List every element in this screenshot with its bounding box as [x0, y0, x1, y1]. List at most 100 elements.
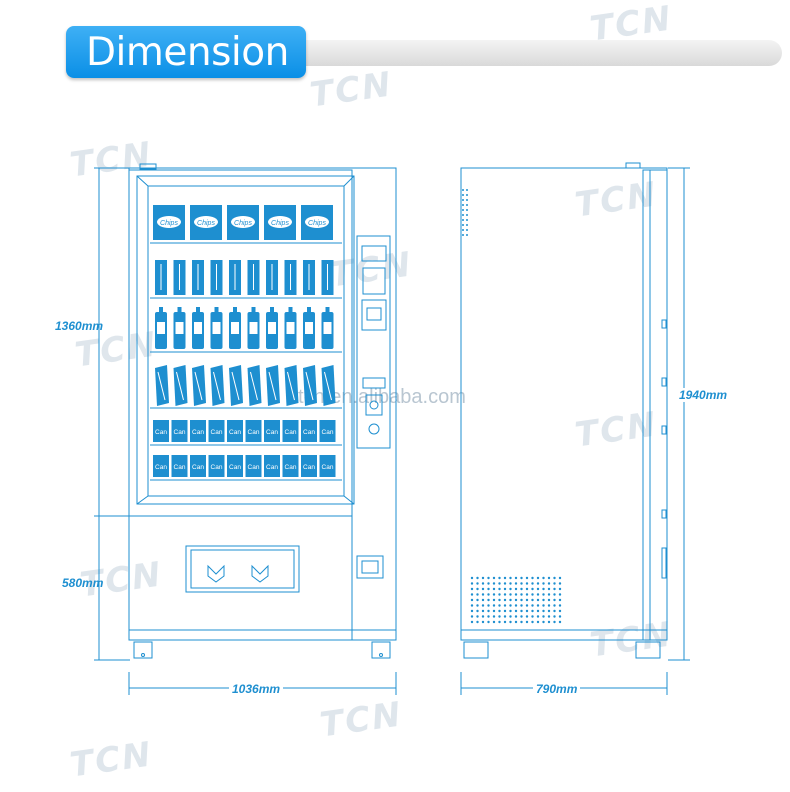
vent-hole — [531, 615, 534, 618]
vent-hole — [481, 593, 485, 596]
vent-hole — [476, 587, 479, 591]
lock-icon — [368, 423, 380, 435]
vent-hole — [536, 620, 540, 624]
can: Can — [153, 420, 169, 442]
snack-pack — [247, 365, 262, 406]
vent-hole — [476, 582, 479, 585]
vent-hole — [487, 593, 490, 596]
bottle — [321, 307, 334, 349]
vent-hole — [542, 598, 545, 602]
vent-hole — [487, 582, 490, 585]
vent-hole — [466, 189, 468, 191]
vent-hole — [547, 609, 551, 613]
vent-hole — [542, 593, 545, 596]
side-handle-notch — [661, 509, 667, 519]
vent-hole — [498, 620, 501, 624]
vent-hole — [525, 615, 529, 618]
vent-hole — [462, 229, 464, 231]
top-vent-grille — [462, 189, 468, 236]
can-label: Can — [155, 464, 167, 471]
front-door — [128, 169, 353, 641]
vent-hole — [487, 587, 490, 591]
front-window-glass — [147, 185, 345, 497]
vent-hole — [536, 582, 540, 585]
vent-hole — [462, 199, 464, 201]
vent-hole — [466, 234, 468, 236]
can: Can — [264, 455, 280, 477]
bill-slot — [366, 307, 382, 321]
vent-hole — [558, 620, 562, 624]
vent-hole — [498, 593, 501, 596]
vent-hole — [503, 576, 507, 580]
keypad — [362, 267, 386, 295]
vent-hole — [498, 598, 501, 602]
bill-acceptor — [361, 299, 387, 331]
vent-hole — [509, 576, 512, 580]
vent-hole — [536, 576, 540, 580]
snack-pack — [192, 365, 206, 406]
can-label: Can — [229, 429, 241, 436]
vent-hole — [476, 576, 479, 580]
vent-hole — [462, 224, 464, 226]
vent-hole — [547, 582, 551, 585]
vent-hole — [553, 620, 556, 624]
vent-hole — [462, 204, 464, 206]
vent-hole — [470, 620, 474, 624]
vent-hole — [462, 214, 464, 216]
can-label: Can — [322, 429, 334, 436]
front-foot-right — [371, 641, 391, 659]
side-door-edge — [642, 169, 668, 641]
vent-hole — [509, 582, 512, 585]
vent-hole — [520, 582, 523, 585]
vent-hole — [470, 582, 474, 585]
vent-hole — [525, 604, 529, 607]
can: Can — [171, 420, 188, 442]
vent-hole — [498, 582, 501, 585]
vent-hole — [481, 620, 485, 624]
vent-hole — [487, 609, 490, 613]
side-body — [460, 167, 668, 641]
vent-hole — [466, 199, 468, 201]
can-label: Can — [285, 429, 297, 436]
vent-hole — [514, 615, 518, 618]
side-handle-notch — [661, 319, 667, 329]
bottle — [303, 307, 315, 349]
side-handle-notch — [661, 425, 667, 435]
vent-hole — [558, 598, 562, 602]
vent-hole — [470, 576, 474, 580]
vent-hole — [542, 609, 545, 613]
can: Can — [319, 420, 336, 442]
side-base — [460, 629, 668, 641]
vent-hole — [487, 576, 490, 580]
vent-hole — [466, 219, 468, 221]
delivery-flap-inner — [190, 549, 295, 589]
vent-hole — [520, 604, 523, 607]
vent-hole — [503, 620, 507, 624]
snack-pack — [321, 365, 336, 406]
vent-hole — [481, 587, 485, 591]
snack-bar — [247, 260, 260, 295]
vent-hole — [492, 593, 496, 596]
push-arrow-icon — [251, 564, 269, 583]
vent-hole — [525, 582, 529, 585]
front-foot-left — [133, 641, 153, 659]
can-label: Can — [192, 429, 204, 436]
can-label: Can — [303, 429, 315, 436]
snack-pack — [229, 365, 243, 406]
can: Can — [171, 455, 188, 477]
snack-bar — [303, 260, 315, 295]
vent-hole — [498, 604, 501, 607]
bottle — [210, 307, 223, 349]
vent-hole — [487, 620, 490, 624]
snack-bar — [266, 260, 278, 295]
can: Can — [245, 420, 262, 442]
vent-hole — [466, 209, 468, 211]
vent-hole — [558, 587, 562, 591]
vent-hole — [520, 615, 523, 618]
bottle — [284, 307, 297, 349]
chips-label: Chips — [160, 220, 178, 227]
vent-hole — [558, 576, 562, 580]
front-window-bevel — [136, 495, 149, 505]
vent-hole — [542, 604, 545, 607]
